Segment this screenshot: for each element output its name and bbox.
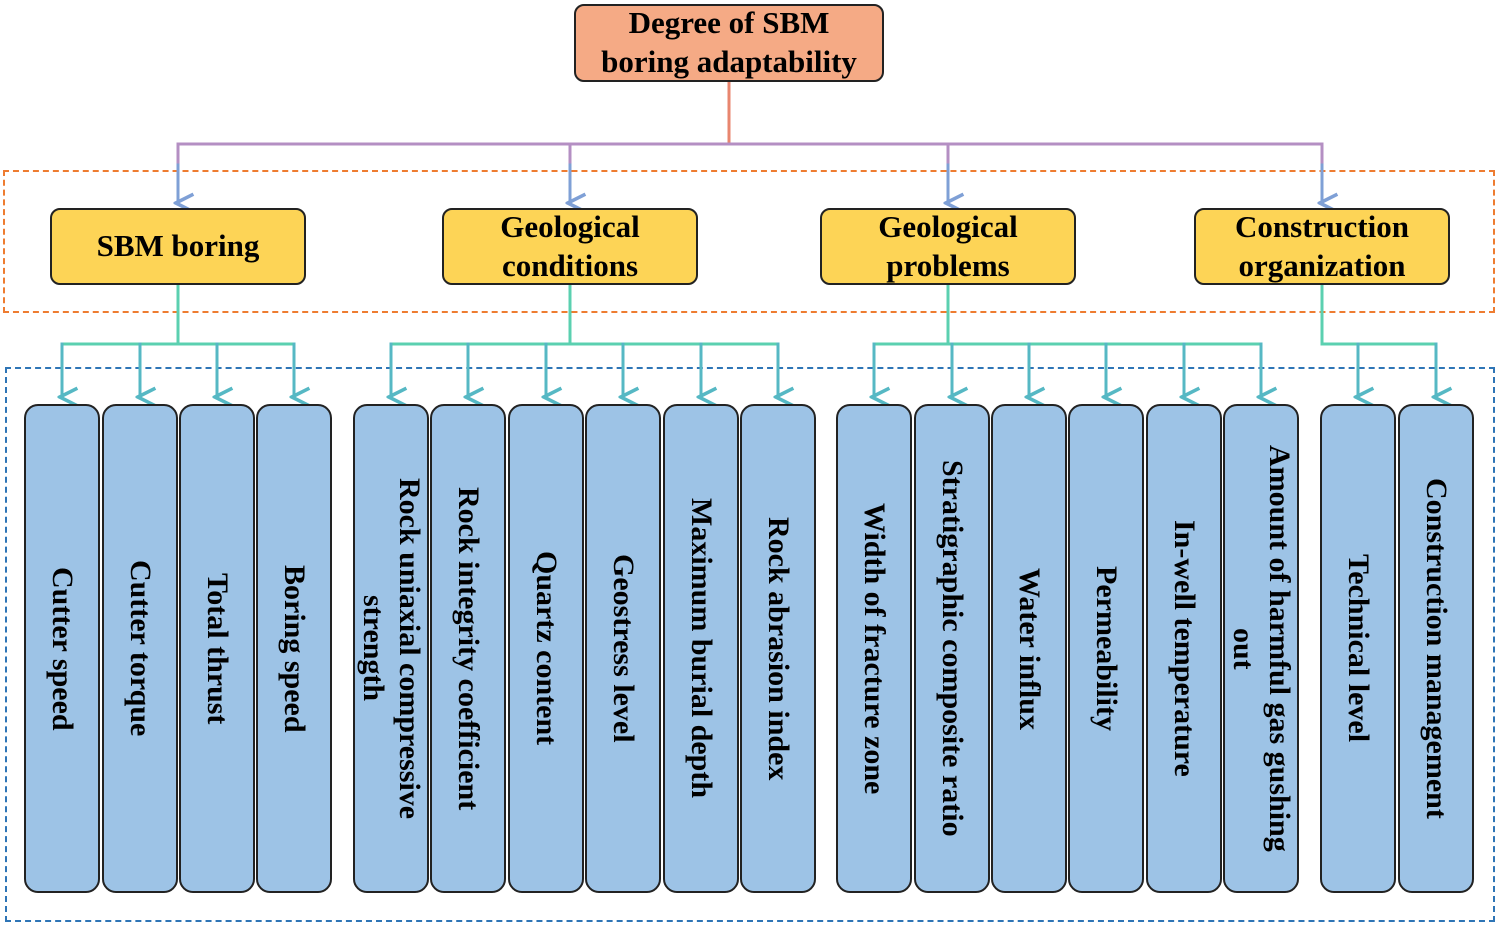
indicator-label: Rock uniaxial compressive strength xyxy=(357,477,426,820)
category-construction-organization: Construction organization xyxy=(1194,208,1450,285)
indicator-label: Total thrust xyxy=(201,572,234,725)
indicator-geostress-level: Geostress level xyxy=(585,404,661,893)
indicator-label: Cutter speed xyxy=(46,566,79,731)
indicator-label: Rock integrity coefficient xyxy=(452,486,485,811)
indicator-rock-integrity: Rock integrity coefficient xyxy=(430,404,506,893)
indicator-rock-ucs: Rock uniaxial compressive strength xyxy=(353,404,429,893)
indicator-label: Permeability xyxy=(1090,566,1123,731)
indicator-label: Geostress level xyxy=(607,554,640,743)
indicator-label: Technical level xyxy=(1342,554,1375,743)
indicator-label: Rock abrasion index xyxy=(762,516,795,781)
indicator-total-thrust: Total thrust xyxy=(179,404,255,893)
indicator-in-well-temperature: In-well temperature xyxy=(1146,404,1222,893)
indicator-boring-speed: Boring speed xyxy=(256,404,332,893)
indicator-layer-frame xyxy=(5,367,1495,922)
indicator-construction-management: Construction management xyxy=(1398,404,1474,893)
indicator-technical-level: Technical level xyxy=(1320,404,1396,893)
indicator-label: Boring speed xyxy=(278,564,311,733)
indicator-quartz-content: Quartz content xyxy=(508,404,584,893)
indicator-label: Amount of harmful gas gushing out xyxy=(1227,445,1296,852)
indicator-max-burial-depth: Maximum burial depth xyxy=(663,404,739,893)
category-label-line1: SBM boring xyxy=(96,228,260,264)
indicator-label: Quartz content xyxy=(530,551,563,746)
indicator-cutter-speed: Cutter speed xyxy=(24,404,100,893)
goal-label-line1: Degree of SBM xyxy=(628,5,830,41)
goal-node: Degree of SBM boring adaptability xyxy=(574,4,884,82)
indicator-label: Maximum burial depth xyxy=(685,498,718,799)
indicator-label: Construction management xyxy=(1420,478,1453,819)
indicator-label: Water influx xyxy=(1013,567,1046,730)
criteria-layer-frame xyxy=(3,170,1495,313)
category-label-line2: problems xyxy=(886,247,1010,283)
indicator-cutter-torque: Cutter torque xyxy=(102,404,178,893)
category-label-line1: Geological xyxy=(500,208,640,244)
category-label-line2: organization xyxy=(1238,247,1406,283)
category-geological-conditions: Geological conditions xyxy=(442,208,698,285)
indicator-stratigraphic-ratio: Stratigraphic composite ratio xyxy=(914,404,990,893)
indicator-label: Stratigraphic composite ratio xyxy=(936,460,969,837)
indicator-permeability: Permeability xyxy=(1068,404,1144,893)
goal-label-line2: boring adaptability xyxy=(601,44,857,79)
indicator-harmful-gas: Amount of harmful gas gushing out xyxy=(1223,404,1299,893)
indicator-water-influx: Water influx xyxy=(991,404,1067,893)
indicator-rock-abrasion: Rock abrasion index xyxy=(740,404,816,893)
category-geological-problems: Geological problems xyxy=(820,208,1076,285)
indicator-label: In-well temperature xyxy=(1168,520,1201,777)
category-label-line1: Construction xyxy=(1235,208,1409,244)
category-sbm-boring: SBM boring xyxy=(50,208,306,285)
category-label-line2: conditions xyxy=(501,247,639,283)
indicator-label: Width of fracture zone xyxy=(858,502,891,795)
indicator-fracture-zone-width: Width of fracture zone xyxy=(836,404,912,893)
category-label-line1: Geological xyxy=(878,208,1018,244)
indicator-label: Cutter torque xyxy=(124,560,157,737)
